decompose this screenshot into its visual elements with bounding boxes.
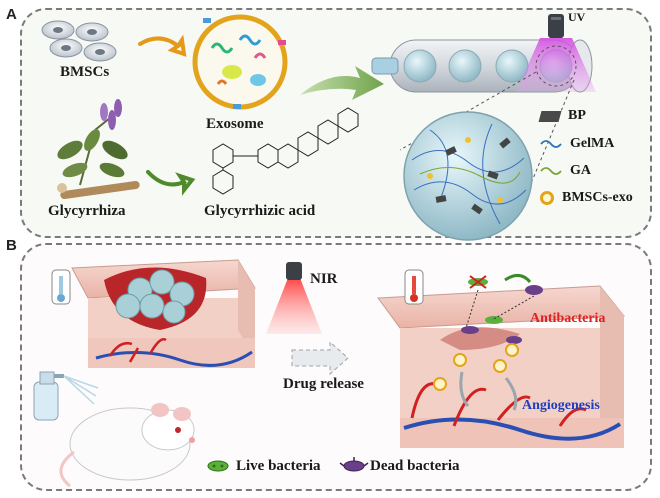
panel-b-letter: B [6,237,17,254]
legend-bp: BP [538,108,586,124]
hydrogel-microsphere-icon [403,111,533,241]
exosome-ring-icon [540,191,554,205]
spray-bottle-icon [33,371,99,421]
small-green-arrow-icon [146,170,196,196]
uv-label: UV [568,10,586,24]
panel-a-letter: A [6,6,17,23]
legend-exo: BMSCs-exo [540,190,633,206]
legend-gelma-label: GelMA [570,136,615,151]
angiogenesis-label: Angiogenesis [522,398,600,413]
gelma-wave-icon [540,140,562,148]
legend-ga: GA [540,163,591,179]
bmscs-cells-icon [41,20,117,62]
thermometer-cold-icon [51,269,71,305]
thermometer-hot-icon [404,269,424,305]
wound-skin-block [71,259,256,368]
nir-label: NIR [310,271,338,287]
bacteria-cluster-icon [461,274,543,344]
drug-release-label: Drug release [283,376,364,392]
orange-arrow-icon [138,34,187,57]
exosome-icon [192,14,288,110]
bp-flake-icon [538,110,562,122]
glycyrrhiza-label: Glycyrrhiza [48,203,126,219]
mouse-icon [59,403,195,488]
glycyrrhiza-plant-icon [57,99,140,200]
legend-ga-label: GA [570,163,591,178]
ga-wave-icon [540,167,562,175]
antibacteria-label: Antibacteria [530,311,606,326]
green-arrow-icon [300,66,384,100]
legend-bp-label: BP [568,108,586,123]
dead-bacteria-icon [339,457,369,472]
live-bacteria-icon [207,460,229,472]
drug-release-arrow-icon [291,340,349,376]
glycyrrhizic-acid-label: Glycyrrhizic acid [204,203,316,219]
uv-lamp-icon [516,14,596,92]
live-bacteria-label: Live bacteria [236,458,321,474]
dead-bacteria-label: Dead bacteria [370,458,460,474]
bmscs-label: BMSCs [60,64,110,80]
legend-exo-label: BMSCs-exo [562,190,633,205]
exosome-release-icons [433,343,519,411]
nir-lamp-icon [266,262,322,334]
legend-gelma: GelMA [540,136,614,152]
exosome-label: Exosome [206,116,264,132]
glycyrrhizic-acid-structure [212,107,359,195]
